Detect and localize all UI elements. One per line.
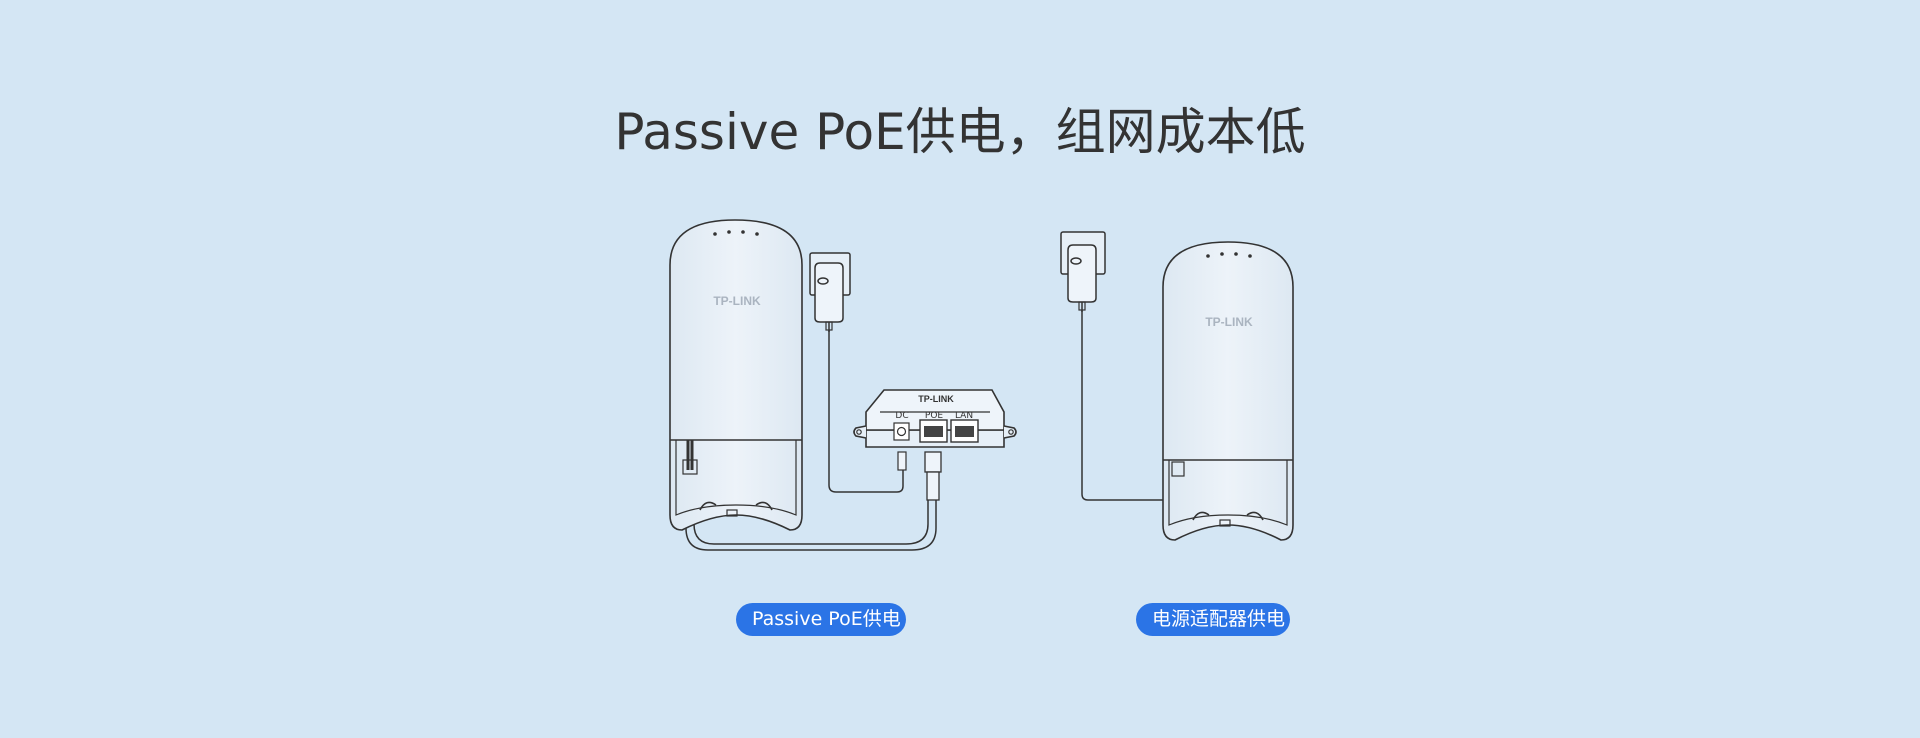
right-adapter-cable [1081, 310, 1177, 501]
port-label-lan: LAN [955, 411, 973, 421]
left-adapter-cable [828, 330, 904, 493]
poe-injector [853, 389, 1017, 501]
port-label-poe: POE [925, 411, 944, 421]
port-label-dc: DC [895, 411, 908, 421]
page-title: Passive PoE供电，组网成本低 [614, 102, 1306, 161]
injector-logo: TP-LINK [918, 394, 954, 404]
adapter-power-label: 电源适配器供电 [1136, 603, 1290, 636]
right-access-point [1162, 241, 1294, 541]
right-power-adapter [1060, 231, 1106, 312]
passive-poe-label: Passive PoE供电 [736, 603, 906, 636]
left-access-point [669, 219, 803, 531]
poe-cable [685, 470, 937, 551]
left-power-adapter [809, 252, 851, 332]
left-ap-logo: TP-LINK [713, 294, 761, 308]
right-ap-logo: TP-LINK [1205, 315, 1253, 329]
